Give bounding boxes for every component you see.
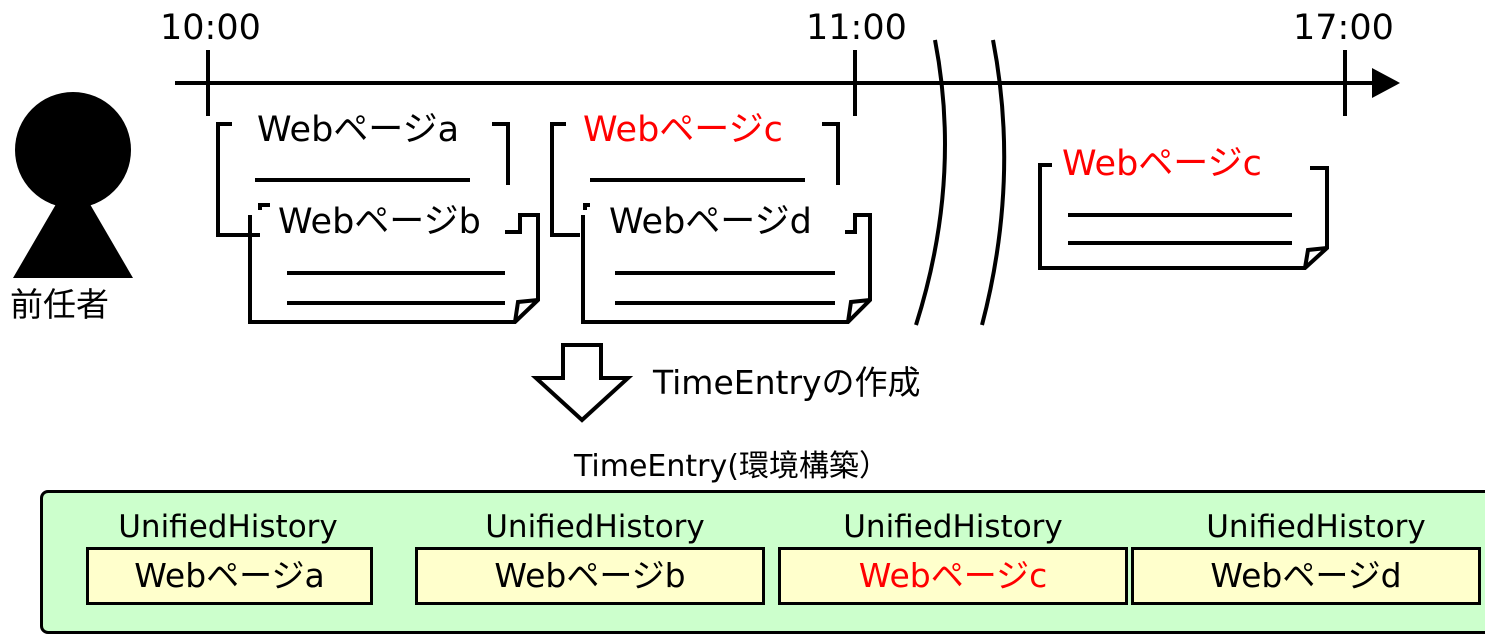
unified-history-box: Webページb (415, 547, 765, 605)
break-mark-left (914, 39, 947, 326)
unified-history-page: Webページa (134, 556, 325, 595)
person-icon (13, 92, 133, 278)
document-group-cd (550, 122, 872, 324)
document-group-ab (216, 122, 540, 324)
unified-history-page: Webページd (1210, 556, 1402, 595)
unified-history-title: UnifiedHistory (118, 509, 338, 545)
break-mark-right (980, 39, 1007, 326)
timeline-arrowhead (1372, 68, 1400, 98)
unified-history-box: Webページa (86, 547, 373, 605)
time-label-1100: 11:00 (806, 8, 907, 48)
page-c-label: Webページc (583, 110, 783, 150)
time-entry-title: TimeEntry(環境構築） (574, 449, 889, 484)
time-label-1700: 17:00 (1293, 8, 1394, 48)
time-label-1000: 10:00 (160, 8, 261, 48)
page-b-label: Webページb (278, 202, 481, 242)
unified-history-title: UnifiedHistory (485, 509, 705, 545)
unified-history-title: UnifiedHistory (1206, 509, 1426, 545)
down-arrow (530, 343, 634, 423)
time-entry-panel: UnifiedHistory Webページa UnifiedHistory We… (40, 490, 1485, 634)
unified-history-page: Webページc (858, 556, 1048, 595)
person-label: 前任者 (10, 285, 109, 324)
unified-history-title: UnifiedHistory (843, 509, 1063, 545)
unified-history-box: Webページd (1131, 547, 1481, 605)
page-a-label: Webページa (257, 110, 460, 150)
page-c-later-label: Webページc (1062, 144, 1262, 184)
page-d-label: Webページd (609, 202, 812, 242)
arrow-label: TimeEntryの作成 (653, 363, 921, 402)
document-page-c-later (1038, 163, 1329, 270)
unified-history-page: Webページb (494, 556, 686, 595)
unified-history-box: Webページc (778, 547, 1128, 605)
